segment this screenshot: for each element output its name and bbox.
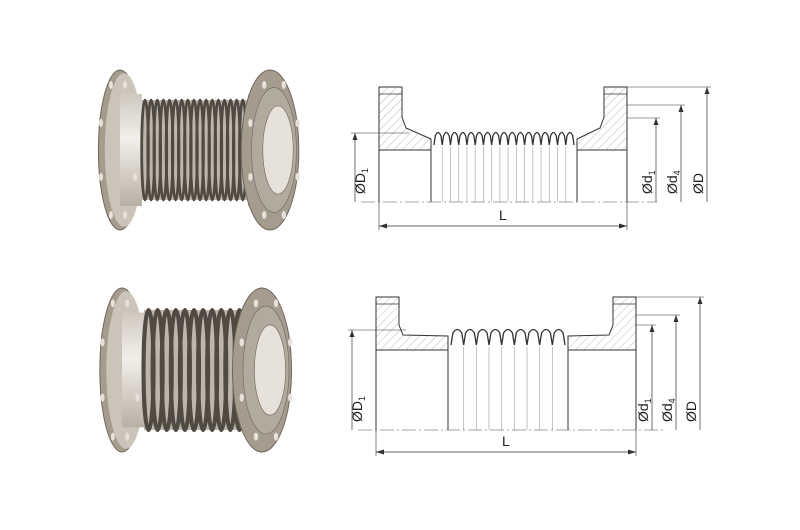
bolt-hole-icon xyxy=(248,119,253,128)
flange-section xyxy=(576,86,628,151)
section-drawing-top: ØD1 Ød1 Ød4 ØD L xyxy=(351,86,711,230)
bolt-hole-icon xyxy=(100,393,105,402)
bolt-hole-icon xyxy=(110,299,115,308)
label-d4: Ød4 xyxy=(659,398,677,422)
dim-d4-arrow-icon xyxy=(673,315,679,322)
bolt-hole-icon xyxy=(288,338,293,347)
right-flange-bore xyxy=(262,105,294,195)
bolt-hole-icon xyxy=(135,338,140,347)
bolt-hole-icon xyxy=(273,432,279,441)
label-d1: Ød1 xyxy=(639,170,657,194)
bolt-hole-icon xyxy=(295,172,300,181)
bolt-hole-icon xyxy=(108,80,113,89)
label-L: L xyxy=(499,207,507,223)
dim-d1-arrow-icon xyxy=(649,325,655,332)
bolt-hole-icon xyxy=(108,211,113,220)
bolt-hole-icon xyxy=(110,432,115,441)
bolt-hole-icon xyxy=(125,299,130,308)
bolt-hole-icon xyxy=(100,338,105,347)
right-flange-bore xyxy=(254,324,286,416)
label-d1: Ød1 xyxy=(635,398,653,422)
bolt-hole-icon xyxy=(132,119,137,128)
label-D1: ØD1 xyxy=(352,168,370,194)
bolt-hole-icon xyxy=(125,432,130,441)
label-D: ØD xyxy=(690,173,706,194)
render-3d-bottom xyxy=(99,287,293,453)
bolt-hole-icon xyxy=(288,393,293,402)
dim-D1-arrow-icon xyxy=(349,330,355,337)
section-drawing-bottom: ØD1 Ød1 Ød4 ØD L xyxy=(348,296,704,456)
bolt-hole-icon xyxy=(253,299,259,308)
bolt-hole-icon xyxy=(248,172,253,181)
flange-section xyxy=(378,86,432,151)
bolt-hole-icon xyxy=(262,80,267,89)
bolt-hole-icon xyxy=(99,119,104,128)
bolt-hole-icon xyxy=(239,393,244,402)
bolt-hole-icon xyxy=(239,338,244,347)
dim-D-arrow-icon xyxy=(697,297,703,304)
bellows-profile xyxy=(433,131,575,146)
dim-D1-arrow-icon xyxy=(352,133,358,140)
render-3d-top xyxy=(97,69,300,231)
bolt-hole-icon xyxy=(273,299,279,308)
bolt-hole-icon xyxy=(123,80,128,89)
dim-D-arrow-icon xyxy=(704,87,710,94)
bolt-hole-icon xyxy=(262,211,267,220)
label-d4: Ød4 xyxy=(664,170,682,194)
bolt-hole-icon xyxy=(123,211,128,220)
flange-section xyxy=(375,296,449,351)
left-hub xyxy=(120,94,142,206)
bolt-hole-icon xyxy=(295,119,300,128)
label-D1: ØD1 xyxy=(349,396,367,422)
bellows-body xyxy=(144,310,244,430)
left-hub xyxy=(122,312,144,428)
dim-d4-arrow-icon xyxy=(678,105,684,112)
bolt-hole-icon xyxy=(132,172,137,181)
bolt-hole-icon xyxy=(253,432,259,441)
bolt-hole-icon xyxy=(135,393,140,402)
bolt-hole-icon xyxy=(99,172,104,181)
label-L: L xyxy=(502,433,510,449)
bolt-hole-icon xyxy=(281,211,286,220)
dim-d1-arrow-icon xyxy=(653,118,659,125)
flange-section xyxy=(567,296,637,351)
label-D: ØD xyxy=(683,401,699,422)
bellows-profile xyxy=(450,328,566,346)
bolt-hole-icon xyxy=(281,80,286,89)
